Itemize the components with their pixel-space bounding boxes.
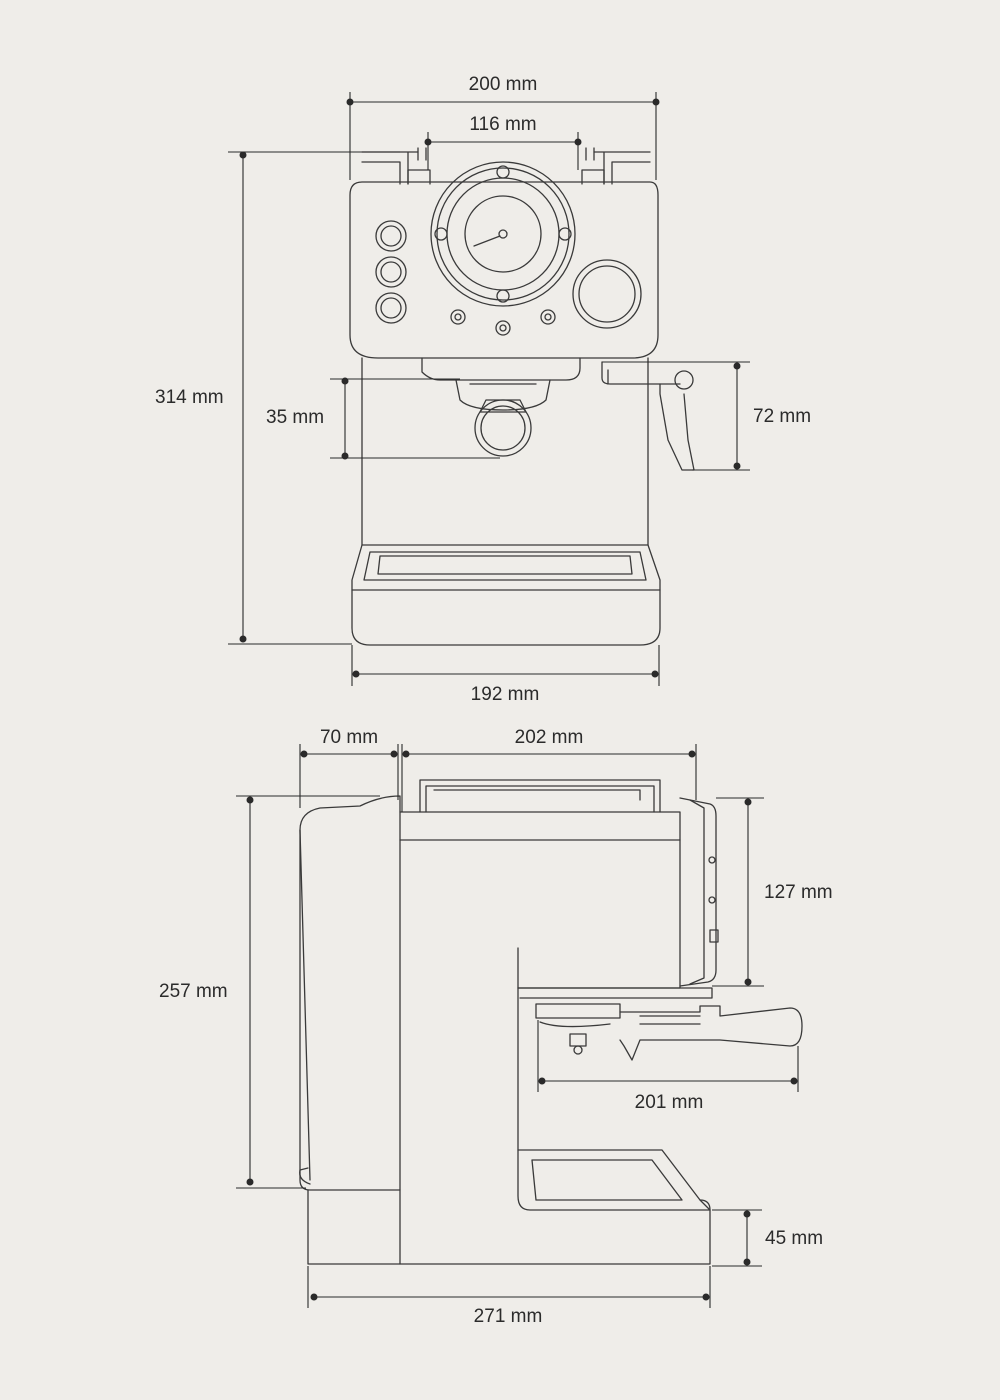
- dim-label-tray-height: 45 mm: [765, 1228, 824, 1249]
- dim-label-portafilter-clearance: 35 mm: [266, 407, 325, 428]
- side-view-machine: [299, 779, 803, 1265]
- front-dimensions: [228, 92, 750, 686]
- front-view-machine: [349, 147, 695, 646]
- dim-label-width-base: 192 mm: [470, 684, 540, 705]
- dim-label-width-gauge: 116 mm: [469, 114, 537, 135]
- dim-label-height-total: 314 mm: [155, 387, 224, 408]
- side-dimensions: [236, 744, 799, 1308]
- dim-label-head-height: 127 mm: [764, 882, 833, 903]
- dim-label-height-side: 257 mm: [159, 981, 228, 1002]
- dim-label-portafilter-length: 201 mm: [634, 1092, 704, 1113]
- dim-label-steam-wand: 72 mm: [753, 406, 812, 427]
- dim-label-width-top: 200 mm: [468, 74, 538, 95]
- dim-label-body-depth: 202 mm: [514, 727, 584, 748]
- dim-label-tank-depth: 70 mm: [319, 727, 379, 748]
- dim-label-total-depth: 271 mm: [473, 1306, 543, 1327]
